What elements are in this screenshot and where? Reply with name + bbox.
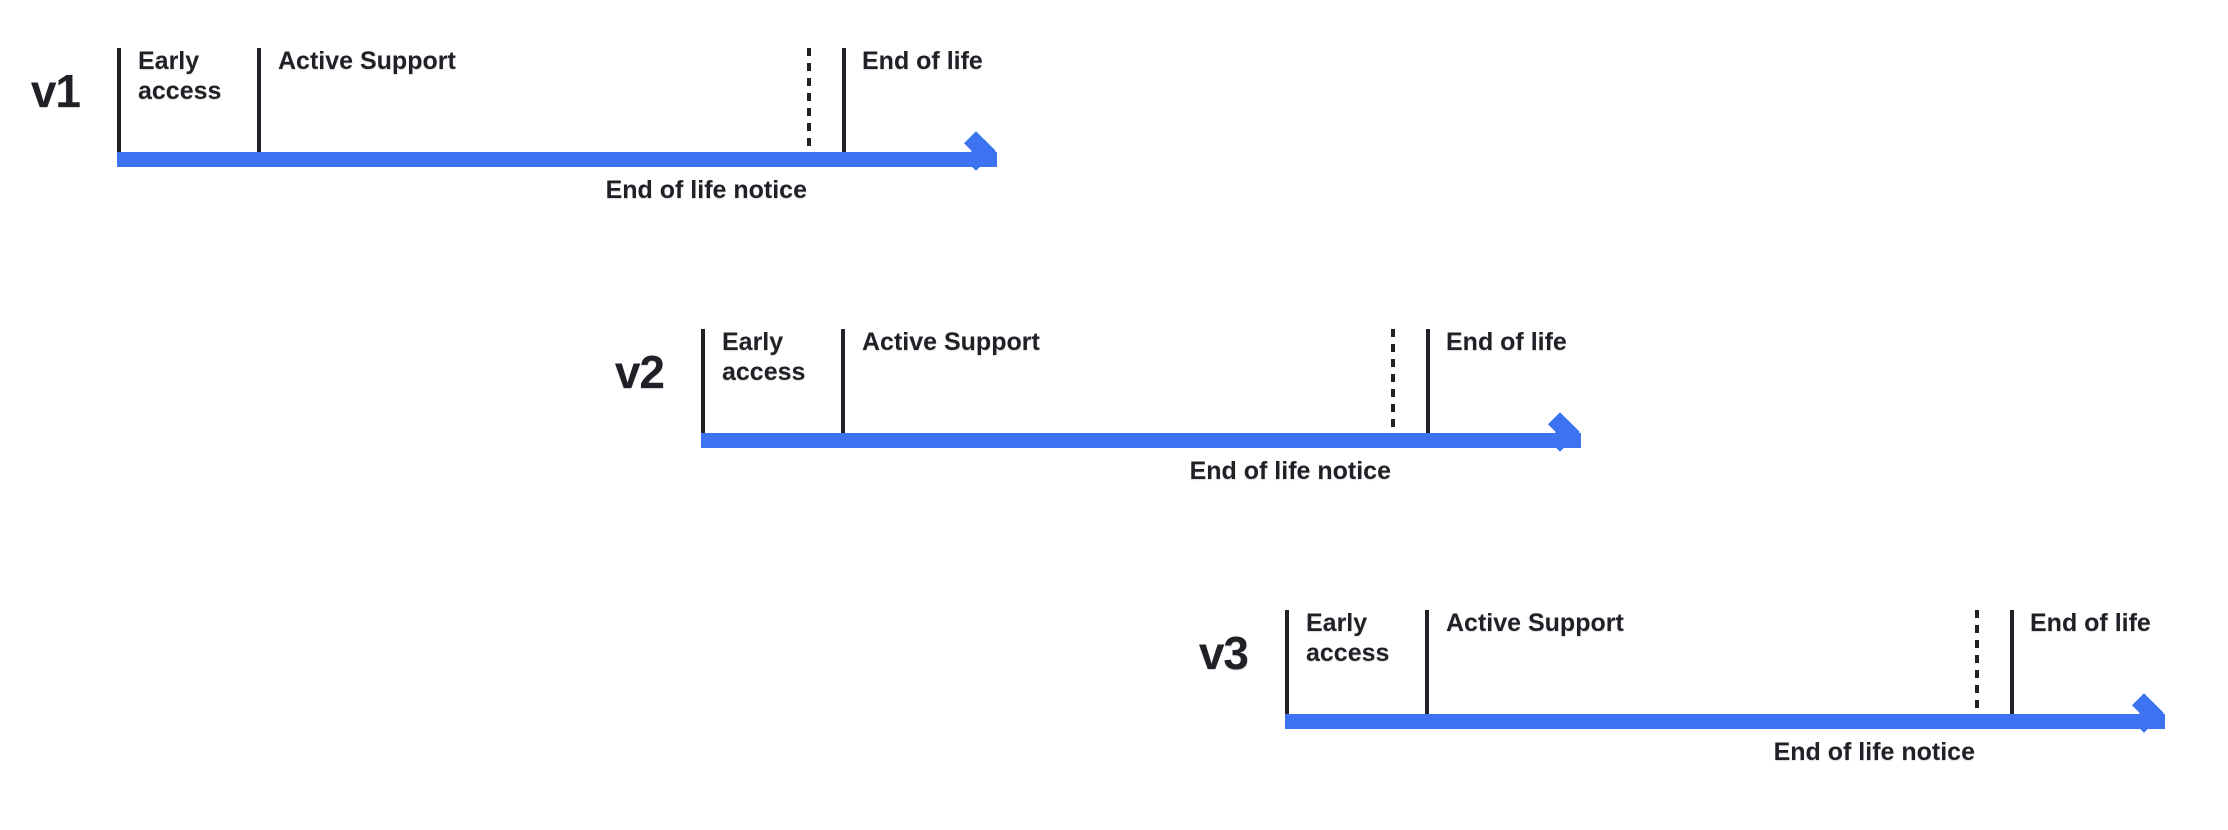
- version-label: v2: [614, 346, 665, 398]
- end-of-life-tick: [2010, 610, 2014, 714]
- eol-notice-dashed-line: [1391, 329, 1395, 431]
- active-support-start-tick: [1425, 610, 1429, 714]
- end-of-life-tick: [1426, 329, 1430, 433]
- end-of-life-tick: [842, 48, 846, 152]
- active-support-label: Active Support: [278, 47, 456, 75]
- eol-notice-dashed-line: [1975, 610, 1979, 712]
- version-label: v1: [30, 65, 81, 117]
- end-of-life-label: End of life: [1446, 328, 1567, 356]
- version-label: v3: [1198, 627, 1249, 679]
- release-lifecycle-diagram: v1 Early access Active Support End of li…: [30, 47, 2165, 766]
- eol-notice-dashed-line: [807, 48, 811, 150]
- early-access-label: Early access: [1306, 609, 1390, 667]
- end-of-life-notice-label: End of life notice: [1189, 457, 1391, 485]
- timeline-arrow-bar: [1285, 714, 2165, 729]
- early-access-label: Early access: [722, 328, 806, 386]
- end-of-life-label: End of life: [862, 47, 983, 75]
- timeline-arrow-bar: [117, 152, 997, 167]
- end-of-life-label: End of life: [2030, 609, 2151, 637]
- timeline-v2: v2 Early access Active Support End of li…: [615, 328, 1641, 549]
- timeline-v1: v1 Early access Active Support End of li…: [31, 47, 1057, 268]
- early-access-label: Early access: [138, 47, 222, 105]
- early-access-start-tick: [117, 48, 121, 152]
- active-support-start-tick: [257, 48, 261, 152]
- early-access-start-tick: [701, 329, 705, 433]
- active-support-label: Active Support: [1446, 609, 1624, 637]
- timeline-v3: v3 Early access Active Support End of li…: [1199, 609, 2225, 830]
- active-support-start-tick: [841, 329, 845, 433]
- active-support-label: Active Support: [862, 328, 1040, 356]
- end-of-life-notice-label: End of life notice: [605, 176, 807, 204]
- timeline-arrow-bar: [701, 433, 1581, 448]
- end-of-life-notice-label: End of life notice: [1773, 738, 1975, 766]
- early-access-start-tick: [1285, 610, 1289, 714]
